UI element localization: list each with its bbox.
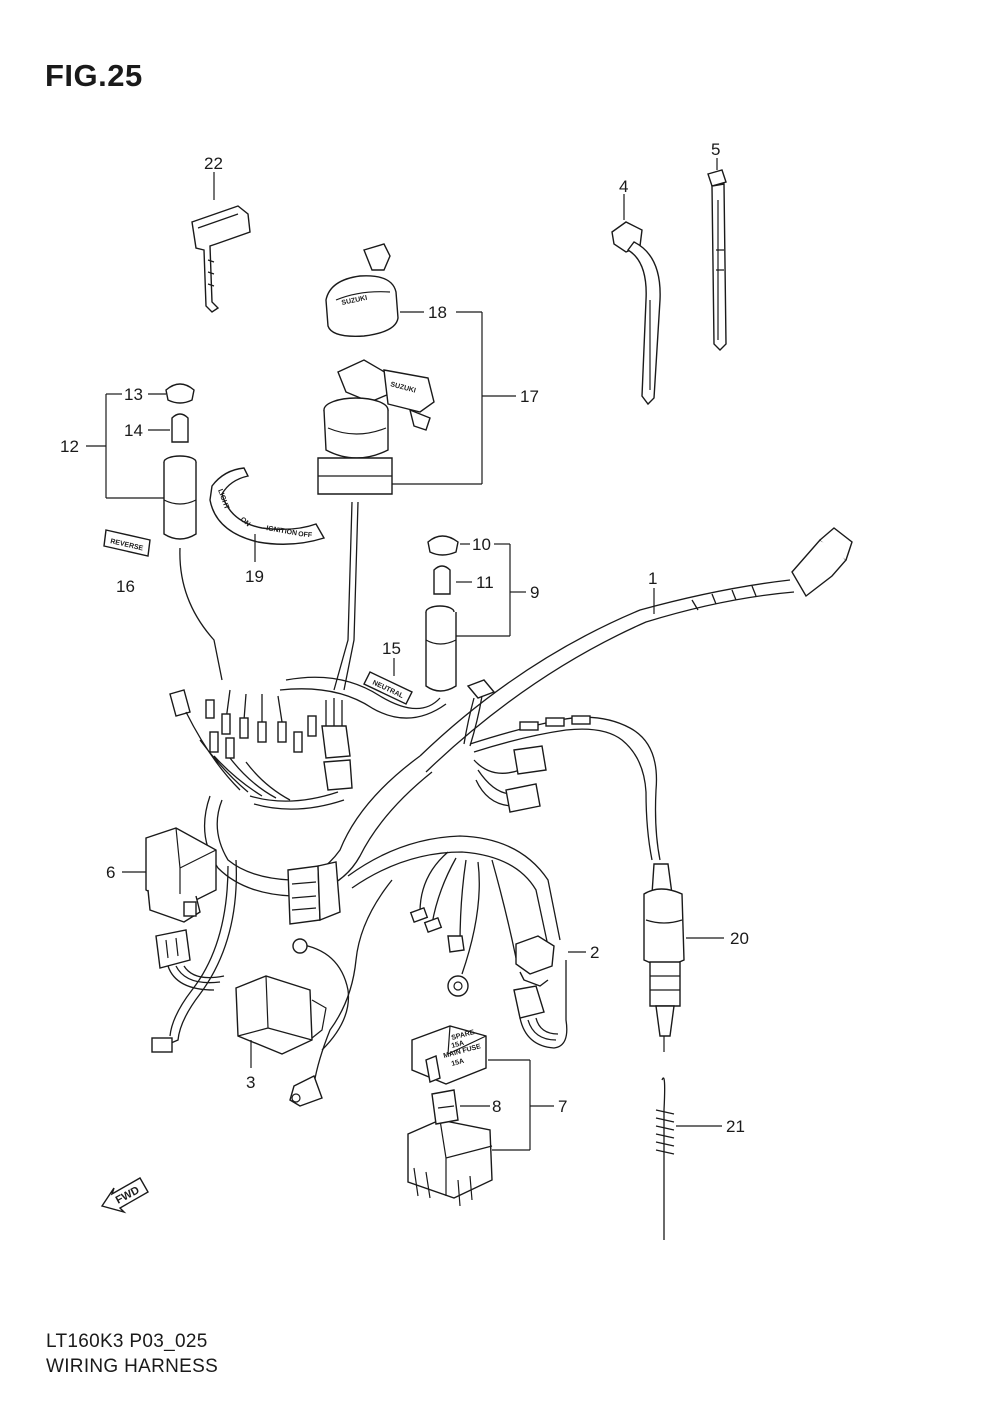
- part-14-bulb: [171, 413, 189, 443]
- part-20-spark-plug: [643, 863, 685, 1052]
- off-decal-text: OFF: [298, 531, 313, 539]
- part-13-lamp-cap: [165, 383, 195, 404]
- part-12-lamp-socket: [163, 455, 197, 540]
- callout-14: 14: [124, 421, 143, 440]
- part-21-spring-rod: [655, 1077, 675, 1240]
- callout-1: 1: [648, 569, 657, 588]
- callout-18: 18: [428, 303, 447, 322]
- part-8-fuse: [431, 1089, 459, 1125]
- callout-16: 16: [116, 577, 135, 596]
- figure-name: WIRING HARNESS: [46, 1356, 219, 1377]
- part-15-neutral-decal: NEUTRAL: [363, 671, 413, 705]
- callout-7: 7: [558, 1097, 567, 1116]
- callout-6: 6: [106, 863, 115, 882]
- fuse-spare-rating: 15A: [451, 1040, 465, 1050]
- callout-2: 2: [590, 943, 599, 962]
- part-9-lamp-socket: [425, 605, 457, 692]
- part-19-ignition-decal: IGNITION OFF ON LIGHT: [209, 467, 326, 545]
- part-22-key: [191, 205, 251, 313]
- callout-20: 20: [730, 929, 749, 948]
- part-17-ignition-switch: SUZUKI: [317, 359, 435, 495]
- callout-9: 9: [530, 583, 539, 602]
- callout-22: 22: [204, 154, 223, 173]
- part-3-cover: [235, 975, 327, 1055]
- callout-17: 17: [520, 387, 539, 406]
- part-11-bulb: [433, 565, 451, 595]
- model-code: LT160K3 P03_025: [46, 1331, 208, 1352]
- callout-11: 11: [476, 573, 494, 592]
- callout-19: 19: [245, 567, 264, 586]
- forward-arrow-icon: FWD: [100, 1177, 149, 1214]
- part-16-reverse-decal: REVERSE: [103, 529, 151, 557]
- callout-13: 13: [124, 385, 143, 404]
- figure-title: FIG.25: [45, 58, 143, 93]
- callout-15: 15: [382, 639, 401, 658]
- part-18-ignition-cap: SUZUKI: [325, 243, 399, 337]
- part-2-sub-relay: [513, 935, 568, 1049]
- part-10-lamp-cap: [427, 535, 459, 556]
- callout-12: 12: [60, 437, 79, 456]
- callout-4: 4: [619, 177, 628, 196]
- callout-21: 21: [726, 1117, 745, 1136]
- part-6-relay: [145, 827, 225, 991]
- callout-10: 10: [472, 535, 491, 554]
- part-4-cable-tie: [611, 221, 661, 406]
- part-5-clamp-strap: [707, 169, 727, 351]
- fuse-main-rating: 15A: [451, 1058, 465, 1068]
- part-7-fuse-box: SPARE 15A MAIN FUSE 15A: [407, 1025, 493, 1207]
- callout-8: 8: [492, 1097, 501, 1116]
- callout-5: 5: [711, 140, 720, 159]
- callout-3: 3: [246, 1073, 255, 1092]
